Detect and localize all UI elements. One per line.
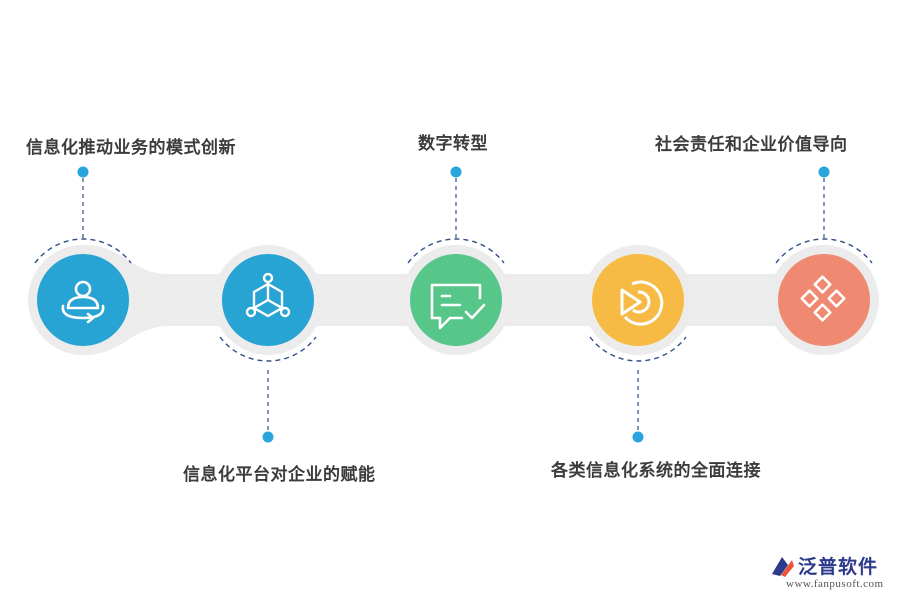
logo-name: 泛普软件 xyxy=(798,556,879,578)
leader-dot-2 xyxy=(262,431,274,443)
leader-dot-4 xyxy=(632,431,644,443)
leader-dot-1 xyxy=(77,166,89,178)
dashed-arc-5 xyxy=(775,238,873,264)
hexagon-network-icon xyxy=(245,272,291,318)
leader-dot-3 xyxy=(450,166,462,178)
node-label-4: 各类信息化系统的全面连接 xyxy=(551,461,761,481)
node-circle-1 xyxy=(37,254,129,346)
person-orbit-icon xyxy=(61,280,105,324)
dashed-arc-1 xyxy=(34,238,132,264)
node-label-2: 信息化平台对企业的赋能 xyxy=(183,465,376,485)
dashed-arc-4 xyxy=(589,336,687,362)
donut-chart-icon xyxy=(620,280,664,326)
node-label-1: 信息化推动业务的模式创新 xyxy=(26,138,236,158)
brand-logo: 泛普软件 www.fanpusoft.com xyxy=(768,552,896,596)
node-label-5: 社会责任和企业价值导向 xyxy=(655,135,848,155)
diamond-grid-icon xyxy=(800,275,846,322)
chat-check-icon xyxy=(430,283,486,330)
dashed-arc-2 xyxy=(219,336,317,362)
logo-url: www.fanpusoft.com xyxy=(786,578,884,590)
node-circle-5 xyxy=(778,254,870,346)
node-label-3: 数字转型 xyxy=(418,134,488,154)
leader-dot-5 xyxy=(818,166,830,178)
logo-mark-icon xyxy=(772,557,794,577)
node-circle-3 xyxy=(410,254,502,346)
dashed-arc-3 xyxy=(407,238,505,264)
